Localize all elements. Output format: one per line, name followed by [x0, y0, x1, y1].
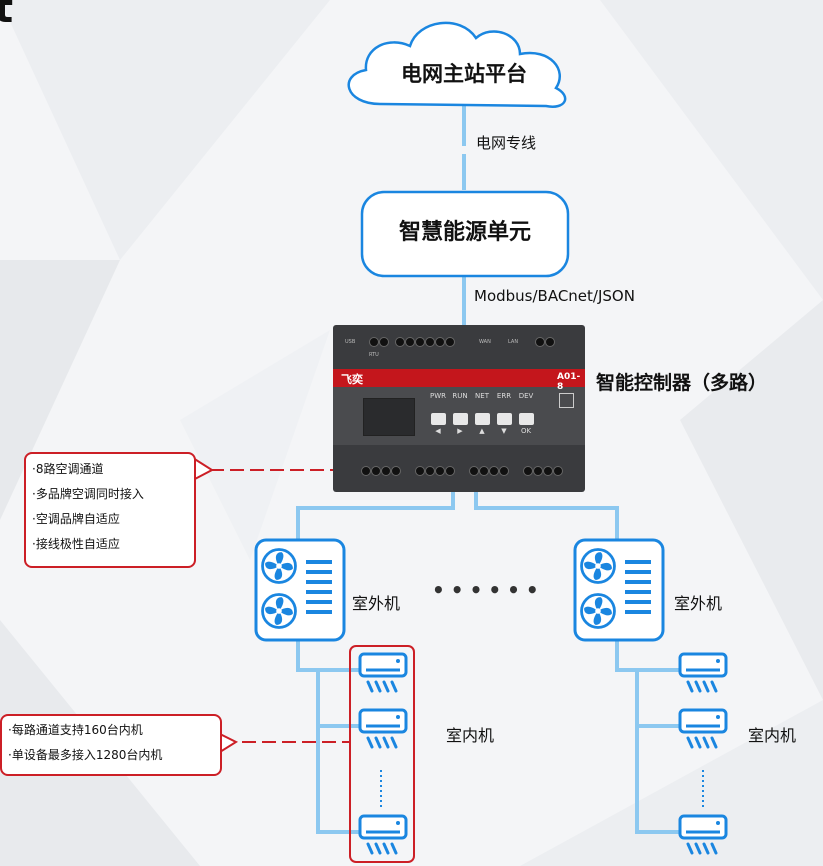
terminal [545, 337, 555, 347]
device-brand-strip [333, 369, 585, 387]
ac-indoor-icon [358, 814, 408, 855]
terminal [445, 466, 455, 476]
terminal [553, 466, 563, 476]
controller-device: USB RTU WAN LAN 飞奕 A01-8 PWR RUN NET ERR… [333, 325, 585, 492]
indicator-net: NET [475, 392, 489, 400]
ac-indoor-icon [678, 708, 728, 749]
terminal [415, 466, 425, 476]
terminal [379, 337, 389, 347]
indicator-dev: DEV [518, 392, 534, 400]
indoor-unit-right-label: 室内机 [748, 726, 797, 745]
terminal [425, 337, 435, 347]
feature-item: ·空调品牌自适应 [32, 512, 120, 526]
usb-port-label: USB [345, 339, 356, 345]
cloud-node-label: 电网主站平台 [401, 62, 527, 86]
feature-item: ·8路空调通道 [32, 462, 104, 476]
terminal [479, 466, 489, 476]
terminal [499, 466, 509, 476]
terminal [391, 466, 401, 476]
device-button-up [475, 413, 490, 425]
grid-line-label: 电网专线 [476, 134, 537, 152]
lan-port-label: LAN [508, 339, 519, 345]
feature-item: ·多品牌空调同时接入 [32, 487, 144, 501]
feature-item: ·接线极性自适应 [32, 537, 120, 551]
terminal [489, 466, 499, 476]
terminal [543, 466, 553, 476]
device-model: A01-8 [557, 372, 581, 392]
outdoor-unit-left [254, 538, 346, 642]
terminal [533, 466, 543, 476]
connector-lines [296, 106, 682, 834]
up-arrow-icon: ▲ [479, 427, 485, 435]
ac-indoor-icon [678, 652, 728, 693]
device-top-panel [333, 325, 585, 369]
terminal [395, 337, 405, 347]
indoor-features-callout: ·每路通道支持160台内机 ·单设备最多接入1280台内机 [0, 714, 222, 776]
terminal [361, 466, 371, 476]
terminal [405, 337, 415, 347]
rtu-port-label: RTU [369, 352, 379, 358]
device-brand: 飞奕 [341, 373, 363, 386]
outdoor-unit-left-label: 室外机 [352, 594, 401, 613]
right-arrow-icon: ▶ [457, 427, 463, 435]
indicator-run: RUN [452, 392, 468, 400]
terminal [523, 466, 533, 476]
corner-text: t [0, 0, 13, 32]
indicator-pwr: PWR [429, 392, 446, 400]
wan-port-label: WAN [479, 339, 491, 345]
left-arrow-icon: ◀ [435, 427, 441, 435]
device-button-down [497, 413, 512, 425]
device-lcd [363, 398, 415, 436]
feature-item: ·单设备最多接入1280台内机 [8, 748, 163, 762]
terminal [425, 466, 435, 476]
device-button-right [453, 413, 468, 425]
protocol-label: Modbus/BACnet/JSON [474, 287, 635, 305]
down-arrow-icon: ▼ [501, 427, 507, 435]
more-units-ellipsis: •••••• [432, 578, 545, 602]
feature-item: ·每路通道支持160台内机 [8, 723, 143, 737]
ok-label: OK [520, 427, 532, 435]
device-button-left [431, 413, 446, 425]
energy-unit-box [360, 190, 570, 278]
device-button-ok [519, 413, 534, 425]
terminal [469, 466, 479, 476]
terminal [415, 337, 425, 347]
cloud-icon [347, 21, 567, 108]
energy-unit-label: 智慧能源单元 [398, 220, 531, 245]
outdoor-unit-right [573, 538, 665, 642]
controller-features-callout: ·8路空调通道 ·多品牌空调同时接入 ·空调品牌自适应 ·接线极性自适应 [24, 452, 196, 568]
terminal [445, 337, 455, 347]
indicator-err: ERR [496, 392, 512, 400]
terminal [371, 466, 381, 476]
terminal [369, 337, 379, 347]
ac-indoor-icon [358, 652, 408, 693]
terminal [435, 337, 445, 347]
terminal [435, 466, 445, 476]
controller-label: 智能控制器（多路） [596, 372, 768, 394]
outdoor-unit-right-label: 室外机 [674, 594, 723, 613]
indoor-unit-left-label: 室内机 [446, 726, 495, 745]
ac-indoor-icon [358, 708, 408, 749]
terminal [535, 337, 545, 347]
terminal [381, 466, 391, 476]
reset-icon [559, 393, 574, 408]
